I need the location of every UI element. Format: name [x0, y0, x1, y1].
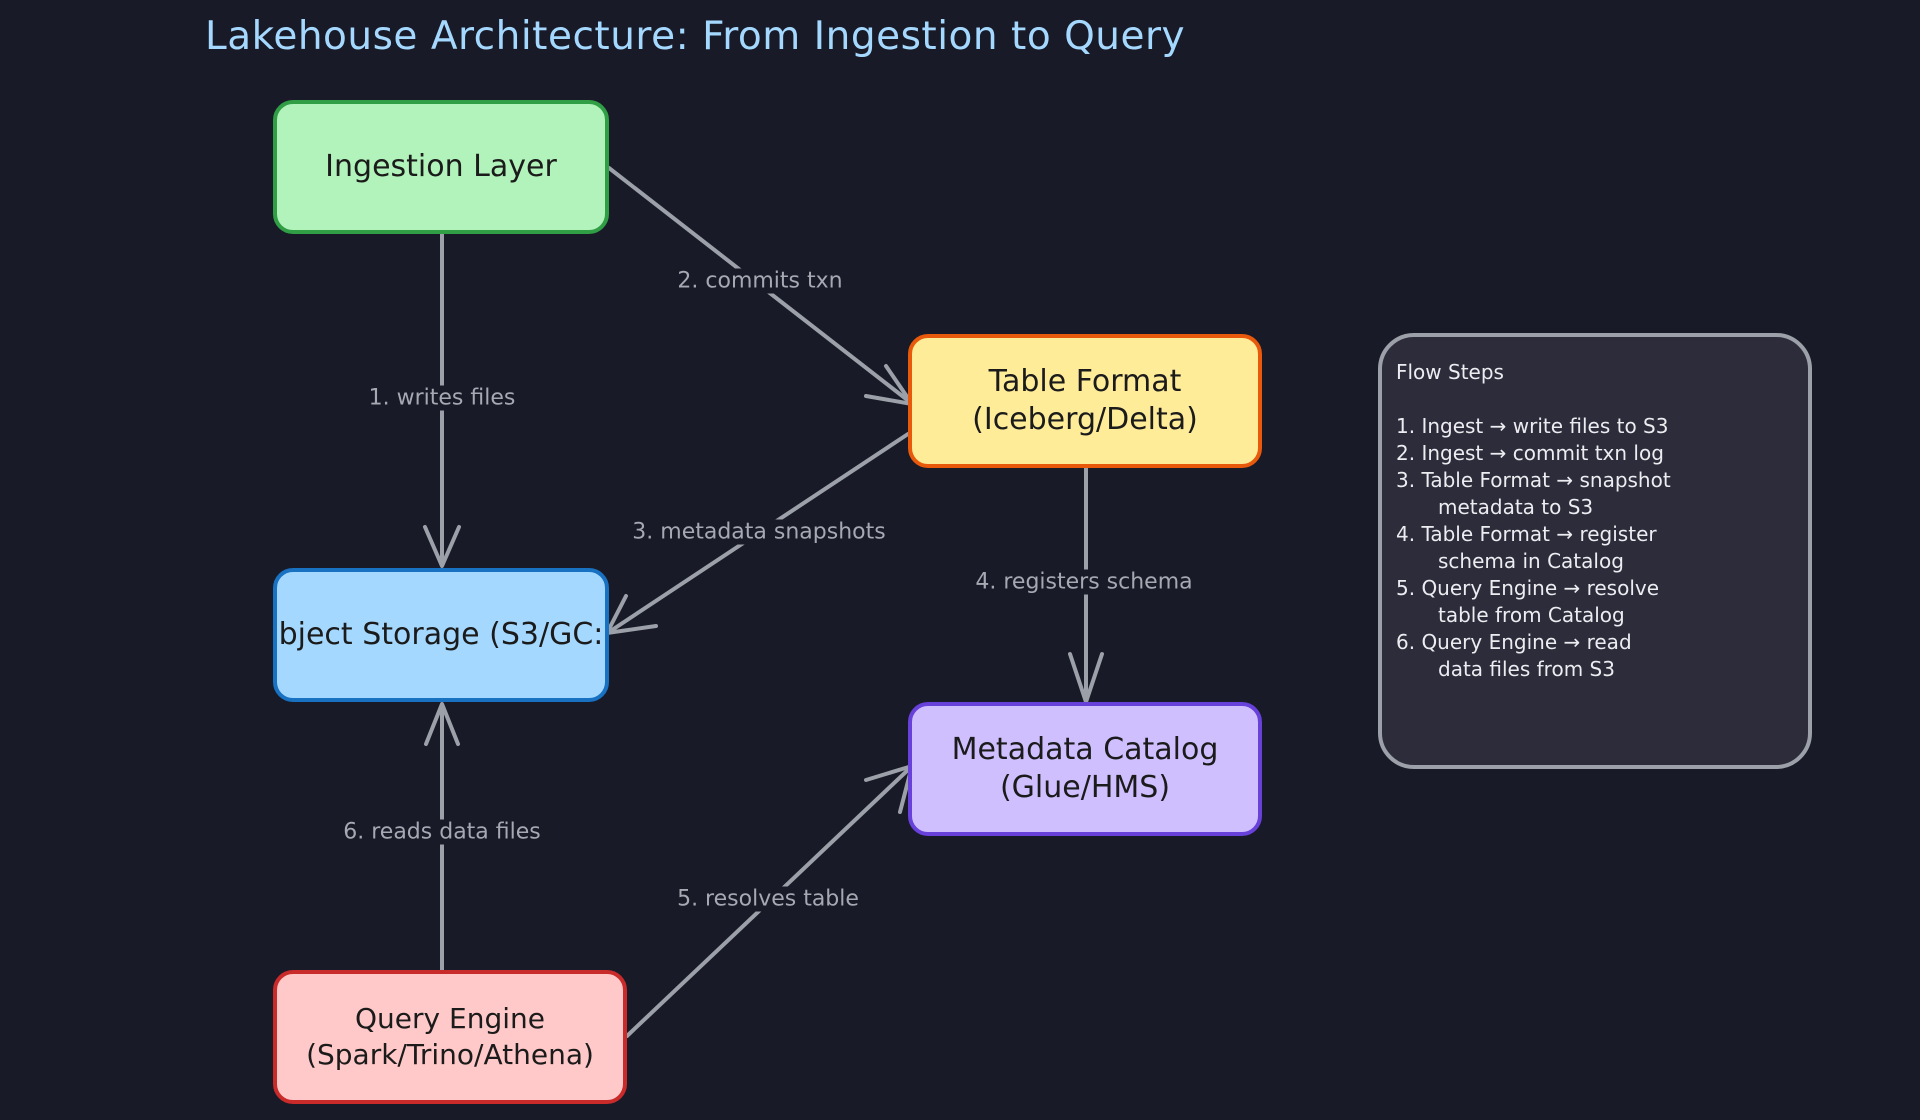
edge-label-registers-schema: 4. registers schema — [971, 569, 1197, 595]
node-label: bject Storage (S3/GC: — [278, 617, 604, 652]
flow-step-5-cont: table from Catalog — [1438, 603, 1625, 627]
node-label: Query Engine — [355, 1002, 545, 1035]
node-label: Metadata Catalog — [951, 732, 1219, 767]
node-object-storage: bject Storage (S3/GC: — [273, 568, 609, 702]
flow-step-2: 2. Ingest → commit txn log — [1396, 441, 1664, 465]
flow-step-1: 1. Ingest → write files to S3 — [1396, 414, 1669, 438]
node-label: Ingestion Layer — [325, 149, 557, 184]
edge-label-metadata-snapshots: 3. metadata snapshots — [628, 519, 890, 545]
edge-label-commits-txn: 2. commits txn — [673, 268, 847, 294]
flow-step-4-cont: schema in Catalog — [1438, 549, 1624, 573]
flow-step-4: 4. Table Format → register — [1396, 522, 1657, 546]
diagram-title: Lakehouse Architecture: From Ingestion t… — [205, 14, 1186, 59]
edge-label-writes-files: 1. writes files — [364, 385, 520, 411]
node-sublabel: (Glue/HMS) — [999, 770, 1171, 805]
node-label: Table Format — [988, 364, 1182, 399]
flow-step-6-cont: data files from S3 — [1438, 657, 1615, 681]
flow-step-3: 3. Table Format → snapshot — [1396, 468, 1671, 492]
edge-label-reads-data-files: 6. reads data files — [339, 819, 545, 845]
flow-step-6: 6. Query Engine → read — [1396, 630, 1632, 654]
flow-step-3-cont: metadata to S3 — [1438, 495, 1594, 519]
flow-step-5: 5. Query Engine → resolve — [1396, 576, 1660, 600]
flow-steps-title: Flow Steps — [1396, 360, 1504, 384]
edge-label-resolves-table: 5. resolves table — [673, 886, 863, 912]
node-sublabel: (Iceberg/Delta) — [972, 402, 1198, 437]
flow-steps-panel: Flow Steps 1. Ingest → write files to S3… — [1378, 333, 1812, 769]
node-metadata-catalog: Metadata Catalog (Glue/HMS) — [908, 702, 1262, 836]
node-table-format: Table Format (Iceberg/Delta) — [908, 334, 1262, 468]
node-query-engine: Query Engine (Spark/Trino/Athena) — [273, 970, 627, 1104]
node-ingestion-layer: Ingestion Layer — [273, 100, 609, 234]
node-sublabel: (Spark/Trino/Athena) — [306, 1038, 594, 1071]
